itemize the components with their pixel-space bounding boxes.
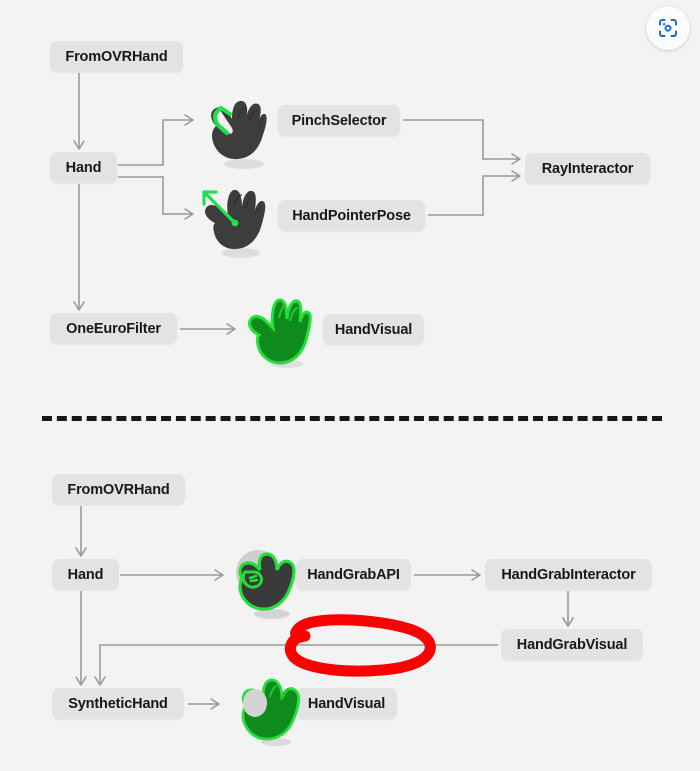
node-from-ovr-hand-top[interactable]: FromOVRHand	[50, 41, 183, 72]
node-hand-visual-bottom[interactable]: HandVisual	[296, 688, 397, 719]
node-hand-visual-top[interactable]: HandVisual	[323, 314, 424, 345]
lens-scan-button[interactable]	[646, 6, 690, 50]
section-divider	[42, 416, 662, 421]
node-hand-bottom[interactable]: Hand	[52, 559, 119, 590]
lens-scan-icon	[659, 19, 677, 37]
node-hand-top[interactable]: Hand	[50, 152, 117, 183]
node-hand-grab-api[interactable]: HandGrabAPI	[296, 559, 411, 590]
node-pinch-selector[interactable]: PinchSelector	[278, 105, 400, 136]
node-synthetic-hand[interactable]: SyntheticHand	[52, 688, 184, 719]
node-hand-grab-interactor[interactable]: HandGrabInteractor	[485, 559, 652, 590]
node-from-ovr-hand-bottom[interactable]: FromOVRHand	[52, 474, 185, 505]
node-ray-interactor[interactable]: RayInteractor	[525, 153, 650, 184]
node-hand-grab-visual[interactable]: HandGrabVisual	[501, 629, 643, 660]
node-hand-pointer-pose[interactable]: HandPointerPose	[278, 200, 425, 231]
node-one-euro-filter[interactable]: OneEuroFilter	[50, 313, 177, 344]
